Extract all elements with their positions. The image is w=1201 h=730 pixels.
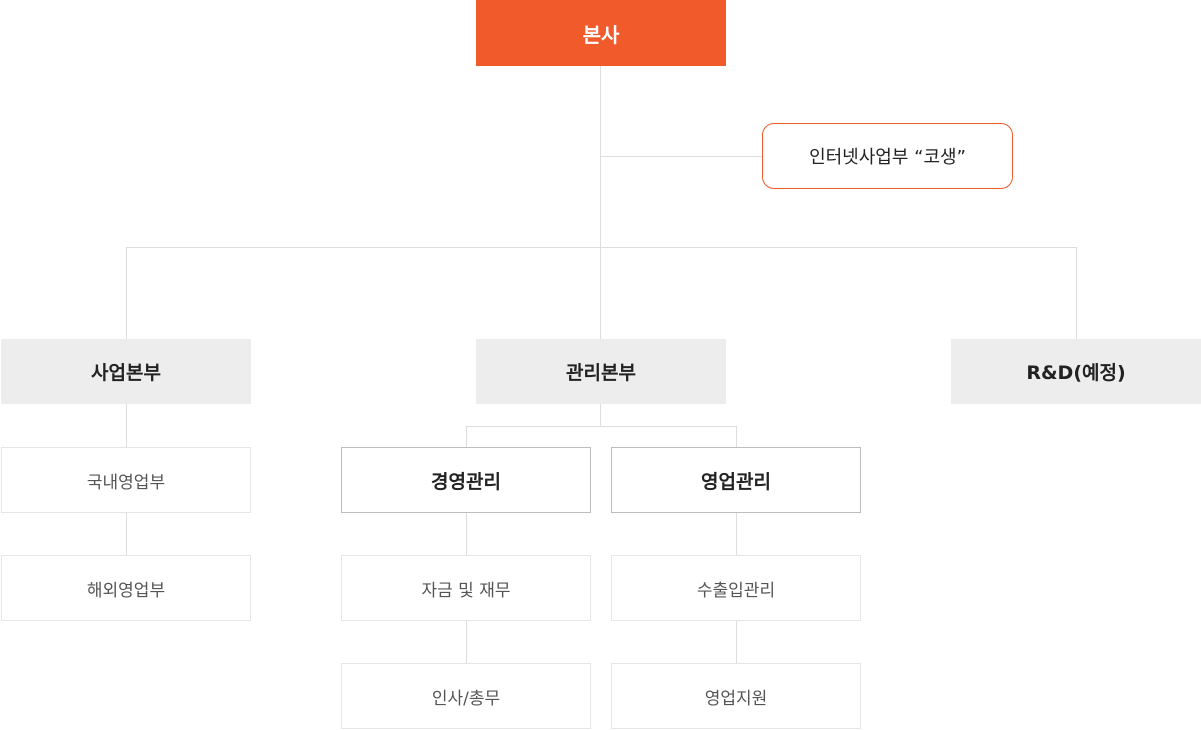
connector-management-down [600,404,601,426]
internet-division-label: 인터넷사업부 “코생” [809,147,966,168]
admin-management-label: 경영관리 [431,470,501,493]
hq-box: 본사 [476,0,726,66]
connector-to-rnd [1076,247,1077,339]
hr-label: 인사/총무 [431,688,501,709]
sales-management-box: 영업관리 [611,447,861,513]
domestic-sales-label: 국내영업부 [86,472,166,493]
finance-label: 자금 및 재무 [421,580,511,601]
internet-division-box: 인터넷사업부 “코생” [762,123,1013,189]
management-division-box: 관리본부 [476,339,726,404]
sales-support-label: 영업지원 [704,688,768,709]
rnd-division-label: R&D(예정) [1026,362,1126,384]
business-division-label: 사업본부 [91,362,161,384]
connector-business-1 [126,404,127,447]
connector-admin-1 [466,513,467,555]
hq-label: 본사 [582,22,620,47]
overseas-sales-box: 해외영업부 [1,555,251,621]
sales-support-box: 영업지원 [611,663,861,729]
overseas-sales-label: 해외영업부 [86,580,166,601]
connector-to-business [126,247,127,339]
domestic-sales-box: 국내영업부 [1,447,251,513]
connector-divisions-bar [126,247,1077,248]
management-division-label: 관리본부 [566,362,636,384]
connector-sales-1 [736,513,737,555]
connector-hq-to-special [600,156,762,157]
connector-business-2 [126,513,127,555]
connector-hq-trunk [600,66,601,339]
sales-management-label: 영업관리 [701,470,771,493]
connector-management-bar [466,426,737,427]
connector-sales-2 [736,621,737,663]
hr-box: 인사/총무 [341,663,591,729]
admin-management-box: 경영관리 [341,447,591,513]
connector-to-sales [736,426,737,447]
business-division-box: 사업본부 [1,339,251,404]
finance-box: 자금 및 재무 [341,555,591,621]
import-export-label: 수출입관리 [696,580,776,601]
rnd-division-box: R&D(예정) [951,339,1201,404]
connector-to-admin [466,426,467,447]
connector-admin-2 [466,621,467,663]
import-export-box: 수출입관리 [611,555,861,621]
